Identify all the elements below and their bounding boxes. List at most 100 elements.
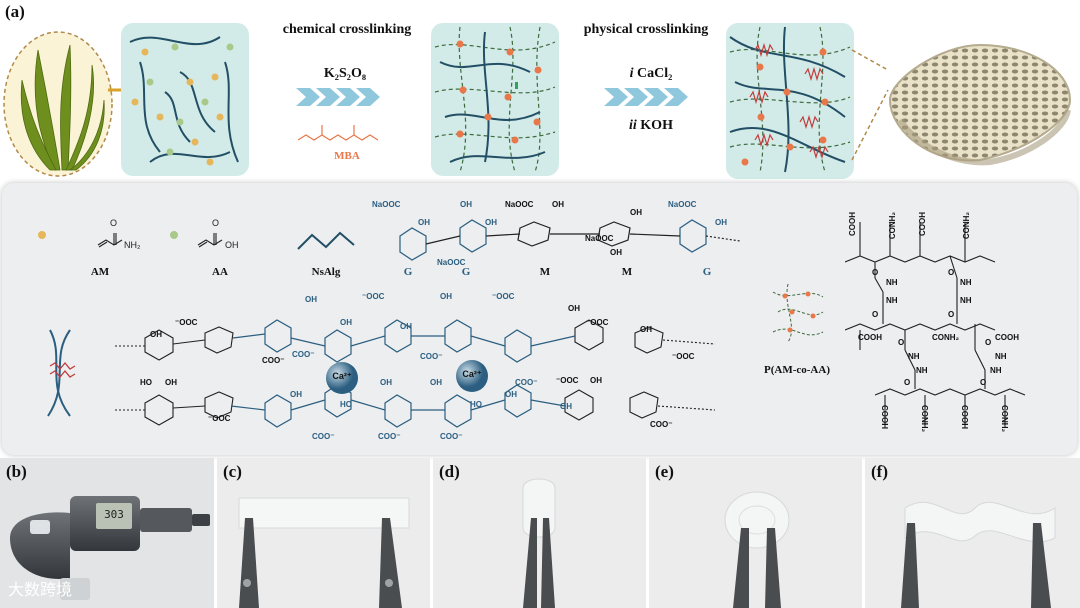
photo-panel-c: (c): [217, 458, 430, 608]
chevron-arrow-1: [296, 88, 380, 106]
photo-panel-f: (f): [865, 458, 1080, 608]
tweezers-stretch-photo: [238, 497, 410, 608]
unit-label: M: [539, 266, 551, 278]
group-label: NaOOC: [437, 258, 466, 267]
physical-crosslinking-title: physical crosslinking: [583, 22, 709, 37]
am-nh2-label: NH₂: [124, 240, 141, 250]
chemical-network-box: [431, 23, 559, 176]
structure-group: CONH₂: [1000, 405, 1009, 433]
nsalg-chain: [297, 231, 355, 250]
calcium-ion-label-1: Ca²⁺: [332, 371, 352, 381]
calcium-ion-label-2: Ca²⁺: [462, 369, 482, 379]
coo-label: HO: [470, 400, 482, 409]
group-label: OH: [552, 200, 564, 209]
structure-group: O: [898, 338, 905, 347]
am-structure: [38, 231, 123, 248]
coo-label: ⁻OOC: [492, 292, 515, 301]
coo-label: OH: [640, 325, 652, 334]
structure-group: NH: [960, 278, 972, 287]
structure-group: CONH₂: [932, 333, 960, 342]
coo-label: ⁻OOC: [556, 376, 579, 385]
coo-label: OH: [290, 390, 302, 399]
chevron-arrow-2: [604, 88, 688, 106]
panel-c-label: (c): [223, 462, 242, 481]
coo-label: ⁻OOC: [175, 318, 198, 327]
structure-group: COOH: [918, 212, 927, 236]
coo-label: COO⁻: [650, 420, 673, 429]
group-label: OH: [630, 208, 642, 217]
group-label: OH: [418, 218, 430, 227]
coo-label: COO⁻: [420, 352, 443, 361]
coo-label: OH: [305, 295, 317, 304]
panel-f-label: (f): [871, 462, 888, 481]
aa-structure: [170, 231, 223, 248]
dual-network-box: [726, 23, 854, 179]
coo-label: ⁻OOC: [586, 318, 609, 327]
zoom-connectors: [851, 49, 889, 161]
am-oxygen-label: O: [110, 218, 118, 228]
unit-label: G: [403, 266, 413, 278]
coo-label: COO⁻: [292, 350, 315, 359]
panel-d-label: (d): [439, 462, 460, 481]
koh-step-label: ii KOH: [629, 118, 673, 133]
structure-group: COOH: [960, 405, 969, 429]
group-label: NaOOC: [505, 200, 534, 209]
coo-label: OH: [340, 318, 352, 327]
am-label: AM: [90, 266, 110, 278]
structure-group: O: [872, 268, 879, 277]
folded-sample-photo: [522, 478, 556, 608]
coo-label: OH: [560, 402, 572, 411]
rolled-sample-photo: [724, 491, 790, 608]
chemistry-panel: [2, 183, 1077, 455]
coo-label: OH: [505, 390, 517, 399]
coo-label: COO⁻: [378, 432, 401, 441]
structure-group: COOH: [995, 333, 1019, 342]
structure-group: NH: [908, 352, 920, 361]
photo-panel-e: (e): [649, 458, 862, 608]
aerogel-sample: [888, 43, 1072, 166]
mba-structure: [297, 125, 379, 141]
coo-label: COO⁻: [262, 356, 285, 365]
unit-label: M: [621, 266, 633, 278]
unit-label: G: [702, 266, 712, 278]
group-label: NaOOC: [668, 200, 697, 209]
copolymer-label: P(AM-co-AA): [764, 364, 830, 376]
structure-group: O: [872, 310, 879, 319]
structure-group: NH: [960, 296, 972, 305]
structure-group: NH: [886, 296, 898, 305]
coo-label: ⁻OOC: [362, 292, 385, 301]
coo-label: COO⁻: [440, 432, 463, 441]
structure-group: O: [948, 310, 955, 319]
structure-group: COOH: [858, 333, 882, 342]
structure-group: NH: [886, 278, 898, 287]
group-label: OH: [715, 218, 727, 227]
coo-label: COO⁻: [515, 378, 538, 387]
calcium-step-label: i CaCl₂: [629, 66, 673, 81]
monomer-solution-box: [121, 23, 249, 176]
aa-label: AA: [212, 266, 228, 278]
coo-label: HO: [140, 378, 152, 387]
panel-e-label: (e): [655, 462, 674, 481]
coo-label: ⁻OOC: [208, 414, 231, 423]
alginate-chain-structure: [399, 219, 741, 261]
coo-label: OH: [165, 378, 177, 387]
structure-group: NH: [995, 352, 1007, 361]
structure-group: O: [904, 378, 911, 387]
micrometer-photo: [10, 496, 210, 600]
coo-label: OH: [400, 322, 412, 331]
photo-panel-b: 303 (b) 大数跨境: [0, 458, 214, 608]
coo-label: ⁻OOC: [672, 352, 695, 361]
watermark-text: 大数跨境: [8, 580, 73, 599]
egg-box-chain-icon: [47, 329, 76, 417]
group-label: OH: [485, 218, 497, 227]
structure-group: NH: [990, 366, 1002, 375]
crosslinked-copolymer-structure: [845, 222, 1026, 425]
calcium-ion-1: [326, 362, 358, 394]
panel-b-label: (b): [6, 462, 27, 481]
group-label: OH: [610, 248, 622, 257]
coo-label: OH: [150, 330, 162, 339]
micrometer-reading: 303: [104, 508, 124, 521]
structure-group: CONH₂: [888, 212, 897, 240]
structure-group: O: [948, 268, 955, 277]
coo-label: OH: [440, 292, 452, 301]
